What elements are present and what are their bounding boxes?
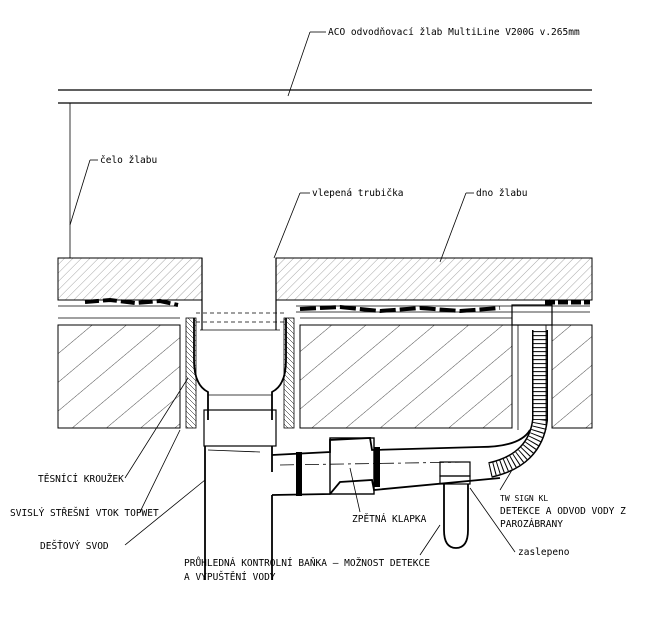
- detekce-label-line1: DETEKCE A ODVOD VODY Z: [500, 506, 626, 517]
- destovy-svod-label: DEŠŤOVÝ SVOD: [40, 540, 109, 552]
- vlepena-trubicka-label: vlepená trubička: [312, 188, 404, 199]
- leader-lines: [69, 31, 516, 556]
- inspection-flask: [439, 461, 471, 549]
- channel-top-lines: [58, 89, 592, 258]
- title-label: ACO odvodňovací žlab MultiLine V200G v.2…: [328, 27, 580, 38]
- membrane-layer: [58, 297, 590, 314]
- svisly-vtok-label: SVISLÝ STŘEŠNÍ VTOK TOPWET: [10, 507, 159, 519]
- zpetna-klapka-label: ZPĚTNÁ KLAPKA: [352, 513, 427, 525]
- detekce-label-line2: PAROZÁBRANY: [500, 518, 563, 530]
- vertical-drain: [185, 258, 295, 580]
- flex-hose: [488, 304, 553, 478]
- zaslepeno-label: zaslepeno: [518, 547, 570, 558]
- pruhledna-label-line2: A VYPUŠTĚNÍ VODY: [184, 571, 276, 583]
- tesnici-krouzek-label: TĚSNÍCÍ KROUŽEK: [38, 473, 124, 485]
- pruhledna-label-line1: PRŮHLEDNÁ KONTROLNÍ BAŇKA – MOŽNOST DETE…: [184, 557, 430, 569]
- celo-zlabu-label: čelo žlabu: [100, 155, 157, 166]
- tw-sign-label: TW SIGN KL: [500, 494, 548, 503]
- dno-zlabu-label: dno žlabu: [476, 188, 527, 199]
- insulation-body: [57, 317, 593, 429]
- channel-bottom-slab: [57, 257, 593, 301]
